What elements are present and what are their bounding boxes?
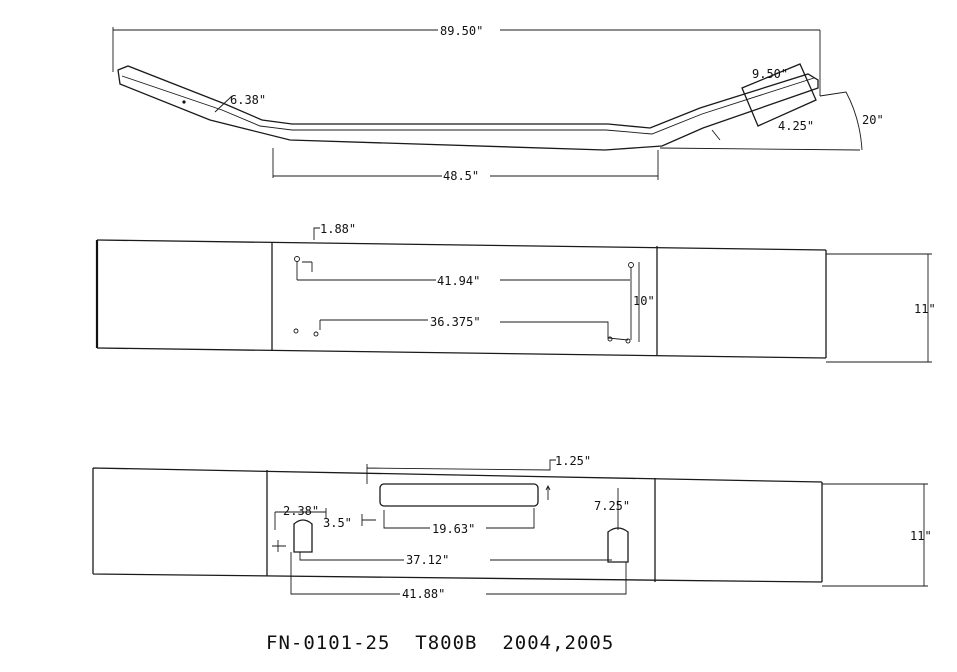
- top-view-outline: [96, 239, 827, 359]
- hole-icon: [294, 256, 300, 262]
- bottom-view: 11" 1.25" 19.63" 7.25" 2.38" 3.5" 37.12"…: [92, 454, 932, 601]
- edge-offset-label: 2.38": [283, 504, 319, 518]
- top-view: 11" 1.88" 41.94" 10" 36.375": [95, 222, 936, 363]
- angle-leader: [214, 95, 233, 113]
- hole-height-label: 10": [633, 294, 655, 308]
- hole-bracket: [296, 261, 313, 280]
- hole-right-outline: [607, 527, 629, 563]
- hole-marker: [272, 540, 286, 552]
- hole-offset-label: 1.88": [320, 222, 356, 236]
- slot-inset-label: 3.5": [323, 516, 352, 530]
- side-view: 89.50" 6.38" 9.50" 4.25" 20" 48.5": [112, 24, 884, 183]
- bottom-frame-height-label: 11": [910, 529, 932, 543]
- rail-hole-mark: [182, 100, 186, 104]
- center-length-dim-line: [272, 148, 659, 180]
- drop-label: 4.25": [778, 119, 814, 133]
- slot-tick: [545, 484, 551, 500]
- angle-label: 20": [862, 113, 884, 127]
- rail-outline: [117, 65, 819, 151]
- drawing-caption: FN-0101-25 T800B 2004,2005: [266, 632, 615, 654]
- bottom-hole-spacing-b-label: 41.88": [402, 587, 445, 601]
- hole-spacing-a-dim-line: [299, 552, 612, 561]
- hole-height-dim-line: [630, 262, 640, 342]
- hole-offset-leader: [313, 227, 320, 240]
- hole-icon: [625, 338, 631, 344]
- bottom-frame-height-dim: [822, 483, 928, 587]
- overall-length-label: 89.50": [440, 24, 483, 38]
- hole-icon: [313, 331, 319, 337]
- hole-spacing-b-dim-line: [319, 319, 629, 341]
- end-offset-label: 9.50": [752, 67, 788, 81]
- slot-length-label: 19.63": [432, 522, 475, 536]
- hole-spacing-a-label: 41.94": [437, 274, 480, 288]
- hole-icon: [607, 336, 613, 342]
- slot-offset-label: 1.25": [555, 454, 591, 468]
- bottom-hole-spacing-a-label: 37.12": [406, 553, 449, 567]
- hole-icon: [293, 328, 299, 334]
- hole-spacing-b-label: 36.375": [430, 315, 481, 329]
- overall-length-dim-line: [112, 27, 821, 96]
- rail-flange-line: [121, 75, 815, 135]
- top-frame-height-dim: [826, 253, 932, 363]
- slot-offset-leader: [366, 459, 556, 484]
- slot-outline: [379, 483, 539, 507]
- bottom-view-dividers: [266, 470, 656, 582]
- slot-height-label: 7.25": [594, 499, 630, 513]
- front-angle-label: 6.38": [230, 93, 266, 107]
- hole-spacing-b-dim-line: [290, 552, 627, 595]
- end-offset-box: [741, 63, 817, 127]
- top-view-dividers: [271, 242, 658, 356]
- bottom-view-outline: [92, 467, 823, 583]
- center-length-label: 48.5": [443, 169, 479, 183]
- hole-left-outline: [293, 519, 313, 553]
- slot-length-dim-line: [383, 508, 535, 529]
- hole-icon: [628, 262, 634, 268]
- angle-arc: [659, 91, 863, 151]
- edge-offset-dim-line: [274, 508, 376, 530]
- top-frame-height-label: 11": [914, 302, 936, 316]
